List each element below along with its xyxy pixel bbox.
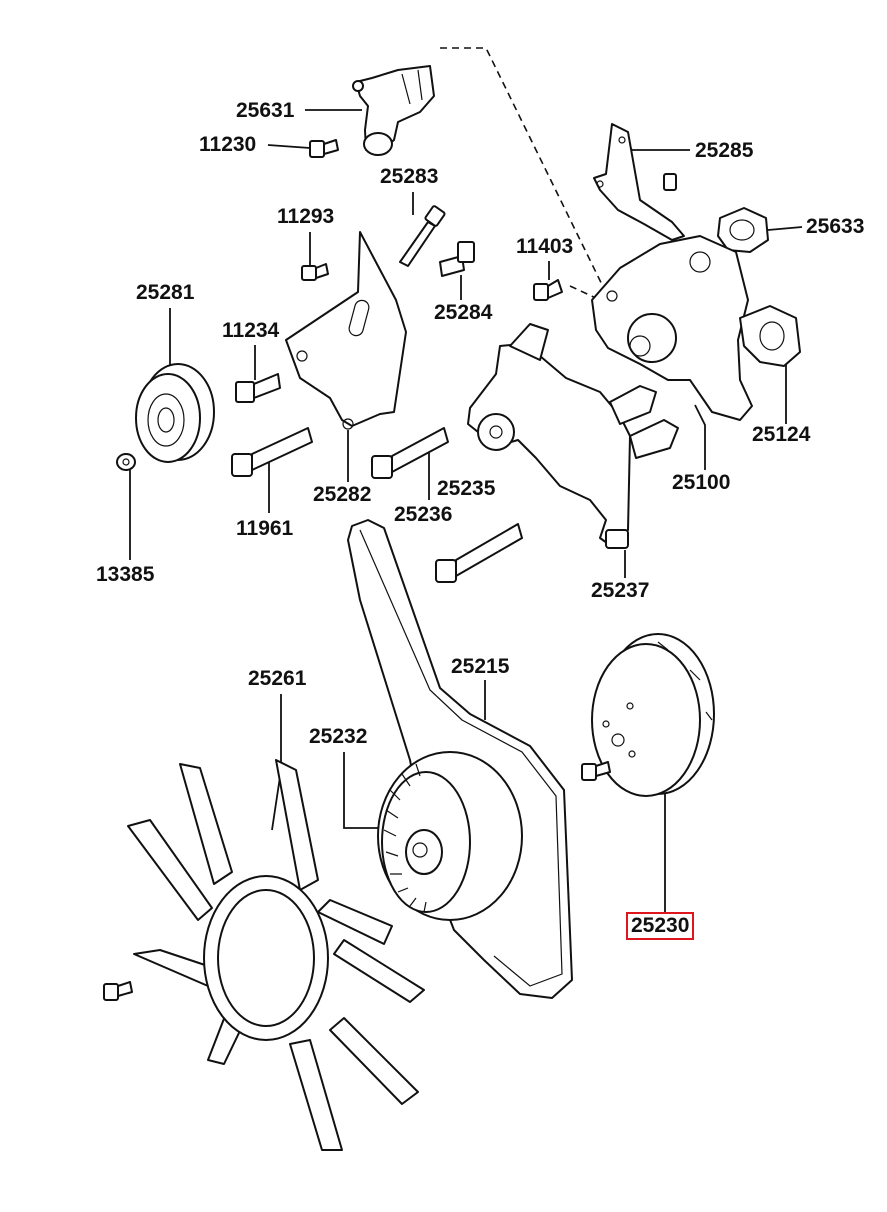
bolt-11234[interactable]: [235, 373, 281, 403]
label-25631[interactable]: 25631: [236, 99, 295, 122]
label-11230[interactable]: 11230: [199, 133, 257, 156]
water-pump-pulley-25230[interactable]: [581, 633, 715, 797]
bolt-11230[interactable]: [309, 139, 339, 158]
label-25283[interactable]: 25283: [380, 165, 439, 188]
label-25232[interactable]: 25232: [309, 725, 368, 748]
label-25282[interactable]: 25282: [313, 483, 372, 506]
label-25100[interactable]: 25100: [672, 471, 731, 494]
label-13385[interactable]: 13385: [96, 563, 155, 586]
bolt-25283[interactable]: [399, 205, 446, 267]
adjusting-bracket-25282[interactable]: [285, 231, 407, 430]
fan-support-bracket[interactable]: [467, 323, 679, 549]
label-25261[interactable]: 25261: [248, 667, 307, 690]
label-11293[interactable]: 11293: [277, 205, 335, 228]
bracket-25285[interactable]: [593, 123, 685, 241]
label-25236[interactable]: 25236: [394, 503, 453, 526]
idler-pulley-25281[interactable]: [135, 363, 215, 463]
label-25633[interactable]: 25633: [806, 215, 865, 238]
label-25230-highlighted[interactable]: 25230: [626, 912, 695, 940]
gasket-25633[interactable]: [717, 207, 769, 253]
fan-clutch-25232[interactable]: [377, 751, 523, 921]
label-25284[interactable]: 25284: [434, 301, 493, 324]
thermostat-housing-25631[interactable]: [352, 65, 435, 156]
nut-13385[interactable]: [116, 453, 136, 471]
label-25215[interactable]: 25215: [451, 655, 510, 678]
bolt-25284[interactable]: [439, 241, 475, 277]
label-25237[interactable]: 25237: [591, 579, 650, 602]
bolt-11293[interactable]: [301, 263, 329, 281]
label-11403[interactable]: 11403: [516, 235, 574, 258]
label-25285[interactable]: 25285: [695, 139, 754, 162]
cooling-fan-25261[interactable]: [103, 759, 425, 1151]
label-11234[interactable]: 11234: [222, 319, 280, 342]
label-25124[interactable]: 25124: [752, 423, 811, 446]
label-25281[interactable]: 25281: [136, 281, 195, 304]
v-belt-25215[interactable]: [347, 519, 573, 999]
bolt-11403[interactable]: [533, 279, 563, 301]
bolt-25235[interactable]: [435, 523, 523, 583]
water-pump-25100[interactable]: [591, 235, 753, 421]
bolt-11961[interactable]: [231, 427, 313, 477]
gasket-25124[interactable]: [739, 305, 801, 367]
label-11961[interactable]: 11961: [236, 517, 294, 540]
label-25235[interactable]: 25235: [437, 477, 496, 500]
bracket-25237[interactable]: [605, 529, 629, 549]
bolt-25236[interactable]: [371, 427, 449, 479]
